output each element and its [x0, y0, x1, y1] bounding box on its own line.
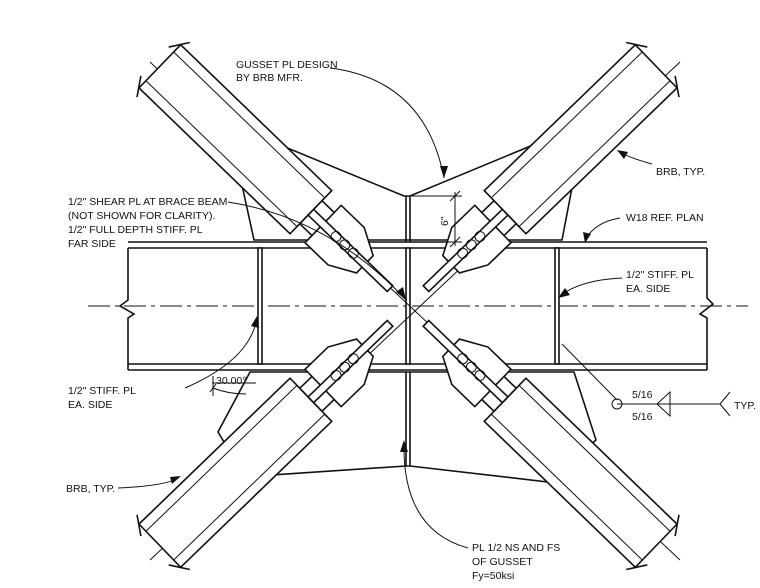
dim-6-text: 6" [439, 216, 451, 226]
w18-beam [88, 241, 748, 371]
weld-tail-icon [719, 391, 731, 417]
note-pl-2: OF GUSSET [472, 556, 533, 568]
arrow-icon [251, 316, 259, 328]
notes: GUSSET PL DESIGN BY BRB MFR. BRB, TYP. 1… [66, 59, 705, 582]
brb-core [422, 319, 510, 404]
brb-core [422, 208, 510, 293]
note-stiff-right-2: EA. SIDE [626, 283, 670, 295]
angle-text: 30.00° [216, 375, 246, 387]
leader-stiff-right [559, 277, 623, 297]
arrow-icon [170, 476, 181, 484]
bolt-icon [347, 353, 359, 365]
brb-break-mark [626, 41, 648, 48]
brb-casing-inner [145, 80, 298, 227]
bolt-icon [465, 239, 477, 251]
leaders [117, 67, 653, 549]
weld-typ-text: TYP. [734, 400, 756, 412]
note-brb-bottom-left: BRB, TYP. [66, 483, 115, 495]
brb-core [306, 208, 394, 293]
note-stiff-left-2: EA. SIDE [68, 399, 112, 411]
brb-break-mark-2 [626, 564, 648, 571]
angle-tick [209, 383, 217, 393]
note-brb-top-right: BRB, TYP. [656, 166, 705, 178]
note-w18: W18 REF. PLAN [626, 212, 704, 224]
stiffener-left [257, 247, 263, 365]
brb-casing-inner [173, 413, 326, 561]
brb-break-mark-2 [136, 514, 142, 537]
leader-pl-half [403, 441, 469, 549]
bolt-icon [457, 353, 469, 365]
brb-casing-inner-2 [518, 80, 671, 227]
brb-break-mark-2 [674, 75, 680, 98]
note-shear-3: 1/2" FULL DEPTH STIFF. PL [68, 224, 203, 236]
brb-top-right [422, 41, 680, 293]
bolt-icon [474, 231, 486, 243]
beam-left-break [118, 248, 136, 370]
brb-top-left [136, 41, 394, 293]
note-shear-4: FAR SIDE [68, 238, 116, 250]
bolt-icon [339, 239, 351, 251]
brb-bottom-right [422, 319, 680, 571]
brb-break-mark-2 [168, 41, 190, 48]
bolt-icon [339, 361, 351, 373]
beam-right-break [698, 248, 715, 370]
angle-arc [212, 387, 247, 395]
dimension-6in: 6" [410, 190, 462, 248]
arrow-icon [396, 287, 406, 300]
bolt-icon [330, 369, 342, 381]
angle-dimension: 30.00° [209, 375, 256, 396]
note-gusset-2: BY BRB MFR. [236, 72, 303, 84]
leader-w18 [584, 217, 621, 241]
bolt-icon [465, 361, 477, 373]
note-shear-1: 1/2" SHEAR PL AT BRACE BEAM [68, 196, 227, 208]
bolt-icon [347, 247, 359, 259]
arrow-icon [440, 166, 448, 178]
brb-break-mark [136, 75, 142, 98]
note-stiff-right-1: 1/2" STIFF. PL [626, 269, 694, 281]
note-stiff-left-1: 1/2" STIFF. PL [68, 385, 136, 397]
note-shear-2: (NOT SHOWN FOR CLARITY). [68, 210, 215, 222]
arrow-icon [617, 150, 628, 159]
brb-casing-inner-2 [145, 385, 298, 532]
brb-casing-inner-2 [490, 413, 643, 561]
note-pl-3: Fy=50ksi [472, 570, 514, 582]
weld-symbol: 5/16 5/16 TYP. [561, 343, 756, 423]
dim-tick-2 [449, 236, 461, 248]
note-gusset-1: GUSSET PL DESIGN [236, 59, 338, 71]
brb-casing-inner [518, 385, 671, 532]
brb-break-mark [168, 564, 190, 571]
arrow-icon [558, 288, 570, 298]
bolt-icon [474, 369, 486, 381]
brb-casing-inner [490, 51, 643, 199]
bolt-icon [457, 247, 469, 259]
leader-shear-pl [227, 201, 407, 301]
leader-gusset [329, 67, 445, 179]
dim-tick [449, 190, 461, 202]
weld-leader [561, 343, 618, 401]
note-pl-1: PL 1/2 NS AND FS [472, 542, 560, 554]
brb-break-mark [674, 514, 680, 537]
brb-casing [483, 377, 679, 569]
arrow-icon [400, 440, 408, 452]
brb-bottom-left [136, 319, 394, 571]
weld-size-top: 5/16 [632, 389, 653, 401]
stiffener-right [554, 247, 560, 365]
weld-size-bottom: 5/16 [632, 411, 653, 423]
brb-core [306, 319, 394, 404]
brb-casing [483, 43, 679, 235]
leader-brb-bottom [117, 477, 179, 489]
brb-casing-inner-2 [173, 51, 326, 199]
arrow-icon [583, 232, 591, 243]
fillet-weld-icon [656, 390, 671, 418]
